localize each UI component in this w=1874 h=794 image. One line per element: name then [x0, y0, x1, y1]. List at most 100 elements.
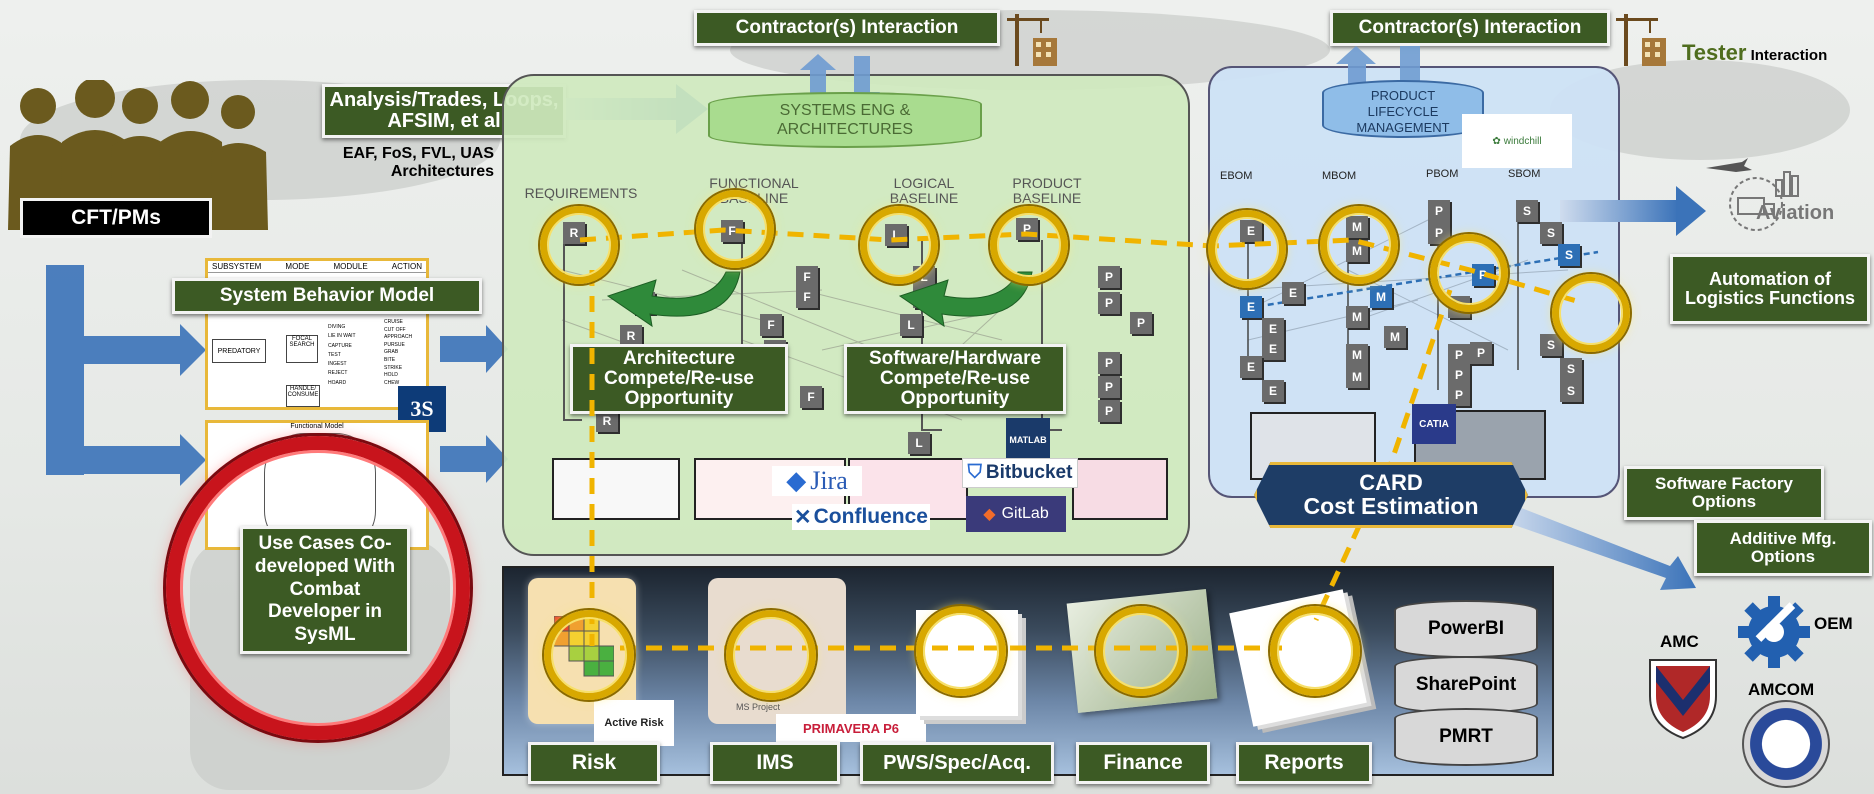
pbom-box: P	[1428, 200, 1450, 222]
primavera-logo: PRIMAVERA P6	[776, 714, 926, 742]
module-item: HOARD	[328, 379, 347, 386]
sbom-box: S	[1560, 380, 1582, 402]
risk-label: Risk	[528, 742, 660, 784]
header-module: MODULE	[333, 262, 368, 271]
product-box: P	[1098, 292, 1120, 314]
sharepoint-db: SharePoint	[1394, 656, 1538, 714]
action-item: APPROACH	[384, 334, 413, 341]
ebom-box: E	[1282, 282, 1304, 304]
software-opportunity-label: Software/Hardware Compete/Re-use Opportu…	[844, 344, 1066, 414]
sbom-box: S	[1560, 358, 1582, 380]
pmrt-db: PMRT	[1394, 708, 1538, 766]
ring-pbom	[1430, 234, 1508, 312]
ebom-box: E	[1240, 356, 1262, 378]
contractor-interaction-right: Contractor(s) Interaction	[1330, 10, 1610, 46]
ring-ims	[726, 610, 816, 700]
bom-sbom: SBOM	[1508, 168, 1541, 180]
ring-finance	[1096, 606, 1186, 696]
windchill-text: windchill	[1503, 135, 1542, 147]
reuse-arrow-right-icon	[898, 271, 1033, 328]
action-list: CRUISE CUT OFF APPROACH PURSUE GRAB BITE…	[384, 319, 428, 387]
ring-sbom	[1552, 274, 1630, 352]
ring-logical	[860, 206, 938, 284]
mbom-box: M	[1346, 366, 1368, 388]
sbom-box: S	[1558, 244, 1580, 266]
ring-requirements	[540, 206, 618, 284]
amc-label: AMC	[1660, 632, 1699, 651]
oem-gears-icon	[1738, 596, 1810, 668]
orgs-arrow-icon	[1500, 506, 1696, 590]
additive-mfg-label: Additive Mfg. Options	[1694, 520, 1872, 576]
mbom-box: M	[1346, 344, 1368, 366]
header-action: ACTION	[391, 262, 422, 271]
logical-box: L	[908, 432, 930, 454]
action-item: PURSUE	[384, 341, 405, 348]
matlab-logo: MATLAB	[1006, 418, 1050, 462]
module-item: TEST	[328, 351, 341, 358]
module-item: DIVING	[328, 324, 346, 330]
systems-eng-database: SYSTEMS ENG & ARCHITECTURES	[708, 92, 982, 148]
ring-mbom	[1320, 206, 1398, 284]
product-box: P	[1130, 312, 1152, 334]
handle-box: HANDLE/ CONSUME	[286, 385, 320, 407]
cft-pms-label: CFT/PMs	[20, 198, 212, 238]
action-item: CUT OFF	[384, 326, 406, 333]
aviation-text: Aviation	[1756, 202, 1835, 224]
header-mode: MODE	[285, 262, 310, 271]
architecture-opportunity-label: Architecture Compete/Re-use Opportunity	[570, 344, 788, 414]
enterprise-systems-band	[502, 566, 1554, 776]
confluence-text: Confluence	[813, 505, 928, 528]
pbom-box: P	[1448, 344, 1470, 366]
catia-logo: CATIA	[1412, 404, 1456, 444]
software-factory-label: Software Factory Options	[1624, 466, 1824, 520]
ring-pws	[916, 606, 1006, 696]
aviation-arrow-icon	[1560, 186, 1706, 236]
mbom-box: M	[1384, 326, 1406, 348]
req-box: R	[620, 325, 642, 347]
thumbnail-doc	[1072, 458, 1168, 520]
oem-label: OEM	[1814, 614, 1853, 633]
product-box: P	[1098, 352, 1120, 374]
card-cost-estimation-badge: CARD Cost Estimation	[1254, 462, 1528, 528]
sbom-box: S	[1540, 222, 1562, 244]
module-item: LIE IN WAIT	[328, 333, 356, 340]
ebom-box: E	[1262, 318, 1284, 340]
ring-risk	[544, 610, 634, 700]
behavior-table-header: SUBSYSTEM MODE MODULE ACTION	[208, 261, 426, 273]
finance-label: Finance	[1076, 742, 1210, 784]
header-subsystem: SUBSYSTEM	[212, 262, 262, 271]
product-box: P	[1098, 400, 1120, 422]
bom-ebom: EBOM	[1220, 170, 1253, 182]
stage-logical: LOGICAL BASELINE	[889, 175, 959, 206]
contractor-interaction-left: Contractor(s) Interaction	[694, 10, 1000, 46]
matlab-text: MATLAB	[1009, 435, 1047, 445]
predatory-box: PREDATORY	[212, 339, 266, 363]
ring-ebom	[1208, 210, 1286, 288]
product-box: P	[1098, 266, 1120, 288]
stage-requirements: REQUIREMENTS	[524, 185, 638, 201]
ebom-box: E	[1240, 296, 1262, 318]
windchill-logo: ✿windchill	[1462, 114, 1572, 168]
jira-logo: ◆Jira	[772, 466, 862, 496]
ebom-box: E	[1262, 380, 1284, 402]
ms-project-text: MS Project	[736, 702, 781, 712]
bitbucket-text: Bitbucket	[985, 462, 1073, 483]
action-item: CHEW	[384, 379, 400, 386]
powerbi-db: PowerBI	[1394, 600, 1538, 658]
module-list: DIVING LIE IN WAIT CAPTURE TEST INGEST R…	[328, 323, 372, 388]
reuse-arrow-left-icon	[606, 271, 741, 328]
product-box: P	[1098, 376, 1120, 398]
ebom-box: E	[1262, 338, 1284, 360]
thumbnail-doc	[552, 458, 680, 520]
bitbucket-logo: ⛉Bitbucket	[962, 458, 1078, 488]
module-item: CAPTURE	[328, 342, 352, 349]
module-item: REJECT	[328, 370, 348, 377]
logical-box: L	[900, 314, 922, 336]
ring-product	[990, 206, 1068, 284]
action-item: STRIKE	[384, 364, 403, 371]
action-item: BITE	[384, 356, 396, 363]
gitlab-text: GitLab	[1001, 505, 1049, 522]
amc-shield-icon	[1649, 659, 1717, 740]
automation-logistics-label: Automation of Logistics Functions	[1670, 254, 1870, 324]
pbom-box: P	[1448, 384, 1470, 406]
